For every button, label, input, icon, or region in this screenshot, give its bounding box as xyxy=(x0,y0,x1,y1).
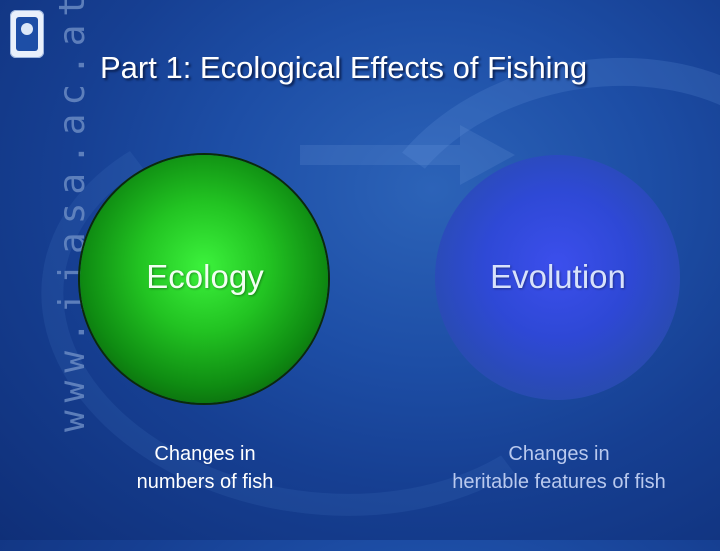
evolution-caption: Changes in heritable features of fish xyxy=(420,440,698,496)
ecology-caption-line1: Changes in xyxy=(154,443,256,465)
ecology-caption-line2: numbers of fish xyxy=(136,471,274,493)
evolution-caption-line1: Changes in xyxy=(508,443,610,465)
ecology-caption: Changes in numbers of fish xyxy=(90,440,320,496)
evolution-caption-line2: heritable features of fish xyxy=(452,471,666,493)
ecology-circle xyxy=(80,155,328,403)
evolution-circle xyxy=(435,155,680,400)
iiasa-logo-icon xyxy=(10,10,44,58)
slide-title: Part 1: Ecological Effects of Fishing xyxy=(100,50,588,85)
background-arrow-icon xyxy=(300,125,515,185)
ecology-label: Ecology xyxy=(146,258,264,295)
evolution-label: Evolution xyxy=(490,258,626,295)
